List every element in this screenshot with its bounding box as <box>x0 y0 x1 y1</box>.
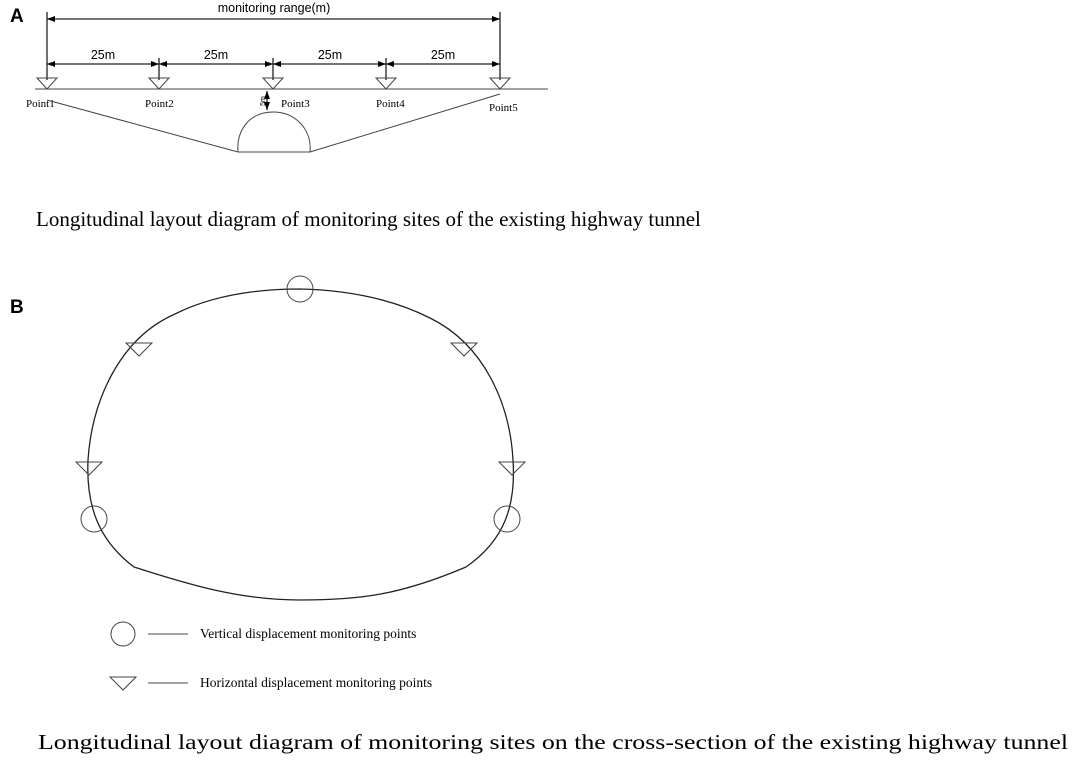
range-dimension: monitoring range(m) <box>46 1 501 80</box>
point-label-1: Point1 <box>26 98 55 110</box>
circle-marker-left-wall <box>80 505 108 533</box>
legend-vertical-label: Vertical displacement monitoring points <box>200 626 416 641</box>
segment-label-4: 25m <box>431 48 455 62</box>
triangle-marker-right-shoulder <box>449 342 479 357</box>
slope-left <box>46 99 239 153</box>
range-label: monitoring range(m) <box>218 1 331 15</box>
triangle-marker-point2 <box>147 77 171 90</box>
point-label-3: Point3 <box>281 98 310 110</box>
panel-b-caption: Longitudinal layout diagram of monitorin… <box>38 730 1068 754</box>
triangle-marker-point4 <box>374 77 398 90</box>
excavation-profile <box>46 93 501 153</box>
triangle-marker-left-side <box>74 461 104 476</box>
panel-b-label: B <box>10 297 24 318</box>
legend-triangle-icon <box>108 676 138 691</box>
panel-a: A monitoring range(m) 25m 25m 25m 25m <box>10 1 701 231</box>
point-label-2: Point2 <box>145 98 174 110</box>
segment-label-3: 25m <box>318 48 342 62</box>
triangle-marker-point5 <box>488 77 512 90</box>
legend-circle-icon <box>110 621 136 647</box>
triangle-marker-left-shoulder <box>124 342 154 357</box>
segment-dimensions: 25m 25m 25m 25m <box>47 48 500 80</box>
point-label-4: Point4 <box>376 98 405 110</box>
depth-label: 5m <box>260 96 267 106</box>
vertical-markers <box>80 275 521 533</box>
point-label-5: Point5 <box>489 102 518 114</box>
circle-marker-right-wall <box>493 505 521 533</box>
horizontal-markers <box>74 342 527 476</box>
circle-marker-crown <box>286 275 314 303</box>
triangle-marker-point3 <box>261 77 285 90</box>
depth-dimension: 5m <box>260 91 270 110</box>
segment-label-1: 25m <box>91 48 115 62</box>
triangle-marker-right-side <box>497 461 527 476</box>
legend-horizontal-label: Horizontal displacement monitoring point… <box>200 675 432 690</box>
panel-a-label: A <box>10 6 24 27</box>
triangle-marker-point1 <box>35 77 59 90</box>
panel-a-caption: Longitudinal layout diagram of monitorin… <box>36 207 701 231</box>
slope-right <box>309 93 501 153</box>
panel-b: B Vertical displacement monitoring point… <box>10 275 1068 754</box>
tunnel-arch <box>237 111 311 153</box>
surface-markers <box>35 77 512 90</box>
tunnel-cross-section <box>87 288 515 601</box>
segment-label-2: 25m <box>204 48 228 62</box>
legend: Vertical displacement monitoring points … <box>108 621 432 691</box>
